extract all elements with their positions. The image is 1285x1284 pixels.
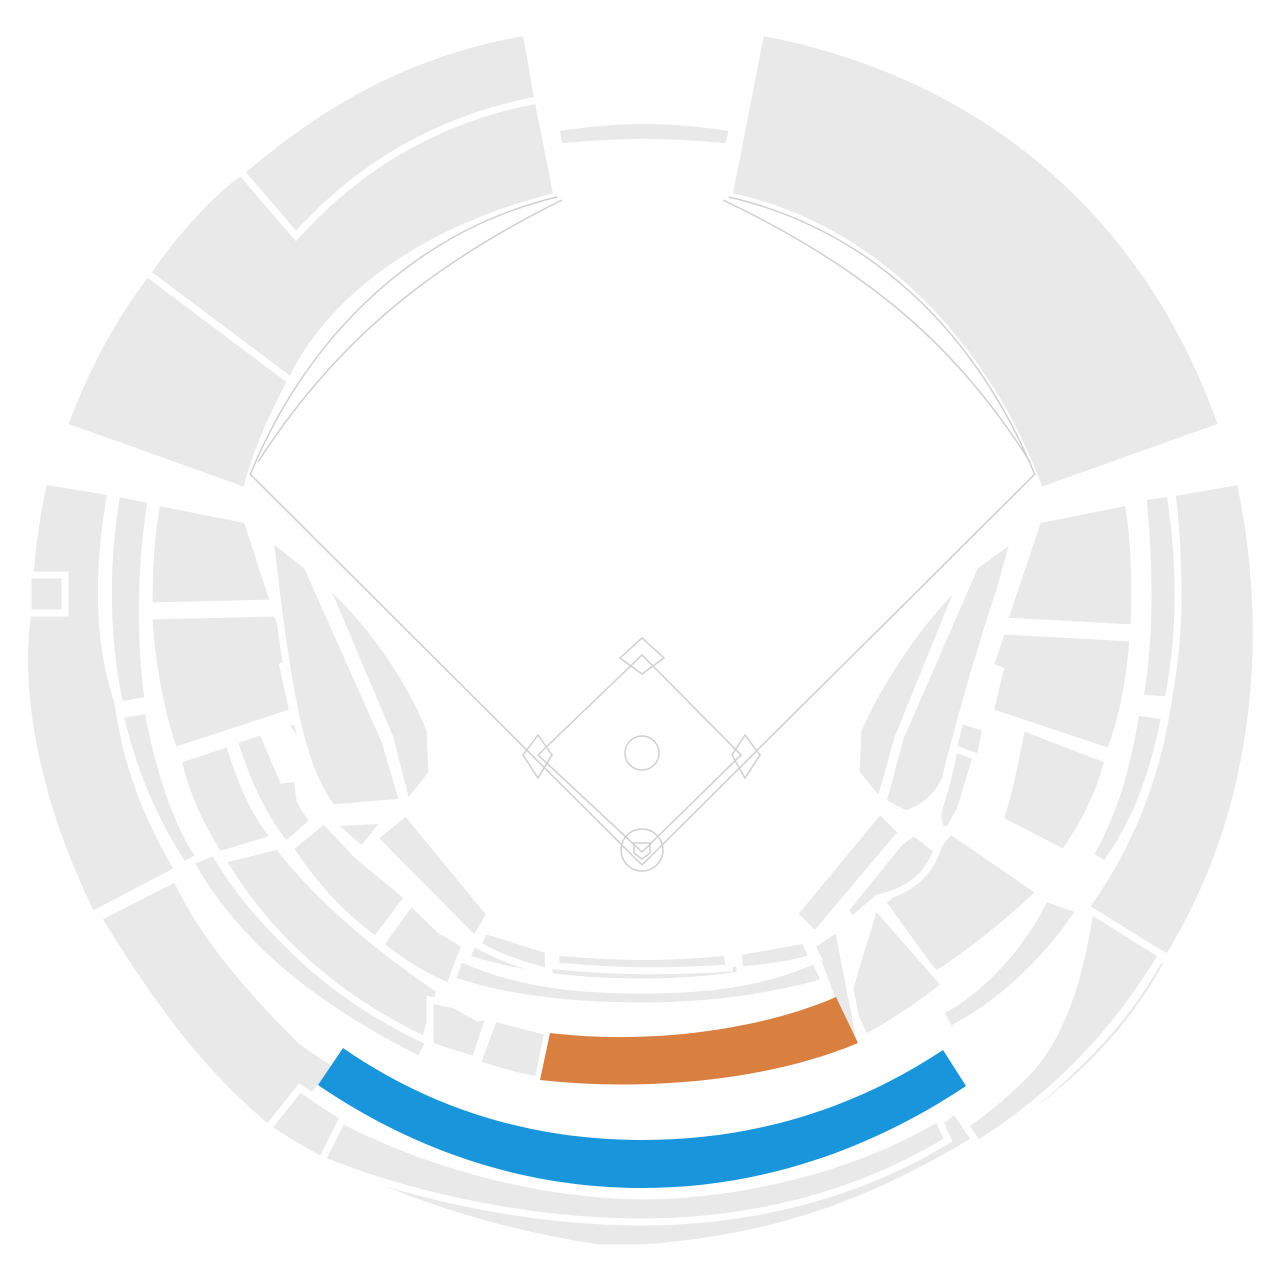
section-left-10[interactable]: [93, 873, 344, 1133]
section-home-ring-3[interactable]: [473, 925, 553, 977]
section-left-7[interactable]: [265, 529, 408, 812]
infield-diamond: [536, 653, 743, 854]
section-right-10[interactable]: [935, 893, 1086, 1035]
section-right-2[interactable]: [985, 627, 1137, 757]
section-left-1[interactable]: [145, 497, 279, 610]
pitchers-mound: [624, 735, 660, 771]
section-right-8[interactable]: [852, 577, 966, 810]
outfield-seating: [59, 27, 1227, 496]
section-home-dugout-box[interactable]: [552, 948, 733, 975]
left-outfield-wall: [249, 196, 558, 476]
first-base: [731, 733, 761, 780]
section-right-13[interactable]: [789, 804, 907, 941]
section-home-ring-4[interactable]: [734, 936, 817, 974]
section-left-4[interactable]: [229, 726, 328, 850]
section-behind-home-aisle[interactable]: [317, 1113, 953, 1226]
section-left-13[interactable]: [285, 815, 413, 945]
highlighted-sections: [318, 997, 966, 1188]
section-left-box[interactable]: [24, 571, 69, 617]
section-lower-behind-home-plate[interactable]: [540, 997, 858, 1085]
section-right-upper-aisle[interactable]: [1135, 489, 1182, 704]
second-base: [618, 636, 666, 675]
home-plate: [633, 842, 651, 860]
section-left-16[interactable]: [368, 807, 495, 946]
section-right-12[interactable]: [840, 827, 942, 926]
left-foul-line: [249, 473, 643, 866]
first-base-seating: [684, 476, 1260, 1255]
third-base: [522, 733, 553, 780]
section-center-field-scoreboard: [551, 117, 738, 151]
section-left-field-corner[interactable]: [59, 268, 296, 496]
section-left-18[interactable]: [472, 1013, 553, 1085]
section-left-14[interactable]: [375, 896, 470, 993]
baseball-field: [249, 473, 1036, 872]
section-left-17[interactable]: [426, 995, 496, 1065]
section-right-field[interactable]: [724, 27, 1227, 496]
third-base-seating: [21, 477, 553, 1133]
right-foul-line: [641, 473, 1036, 866]
home-plate-circle: [620, 828, 664, 872]
section-upper-behind-home-plate[interactable]: [318, 1048, 966, 1188]
section-left-upper-aisle[interactable]: [104, 488, 155, 710]
section-left-8[interactable]: [319, 577, 436, 813]
right-warning-track: [722, 199, 1031, 463]
section-left-3[interactable]: [173, 738, 282, 860]
home-plate-seating: [262, 925, 980, 1252]
left-warning-track: [257, 199, 563, 463]
section-right-1[interactable]: [999, 497, 1139, 632]
section-right-5[interactable]: [1085, 708, 1170, 870]
section-right-7[interactable]: [878, 528, 1022, 818]
section-right-3[interactable]: [995, 722, 1113, 858]
section-left-field-middle[interactable]: [142, 95, 562, 387]
right-outfield-wall: [728, 196, 1036, 476]
